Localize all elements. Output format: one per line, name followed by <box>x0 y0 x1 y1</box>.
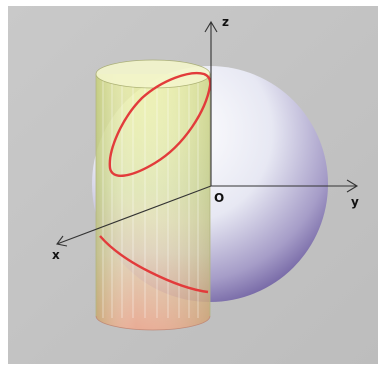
x-axis-label: x <box>52 248 60 262</box>
y-axis-arrow <box>346 179 359 193</box>
intersection-curve-lower <box>99 235 209 294</box>
intersection-curve-upper <box>108 71 212 177</box>
cylinder <box>95 59 211 331</box>
origin-label: O <box>214 191 224 205</box>
z-axis-label: z <box>222 15 229 29</box>
x-axis-arrow <box>56 235 68 247</box>
axes <box>56 20 359 247</box>
x-axis <box>56 185 212 245</box>
z-axis-arrow <box>204 20 218 33</box>
y-axis-label: y <box>351 195 359 209</box>
